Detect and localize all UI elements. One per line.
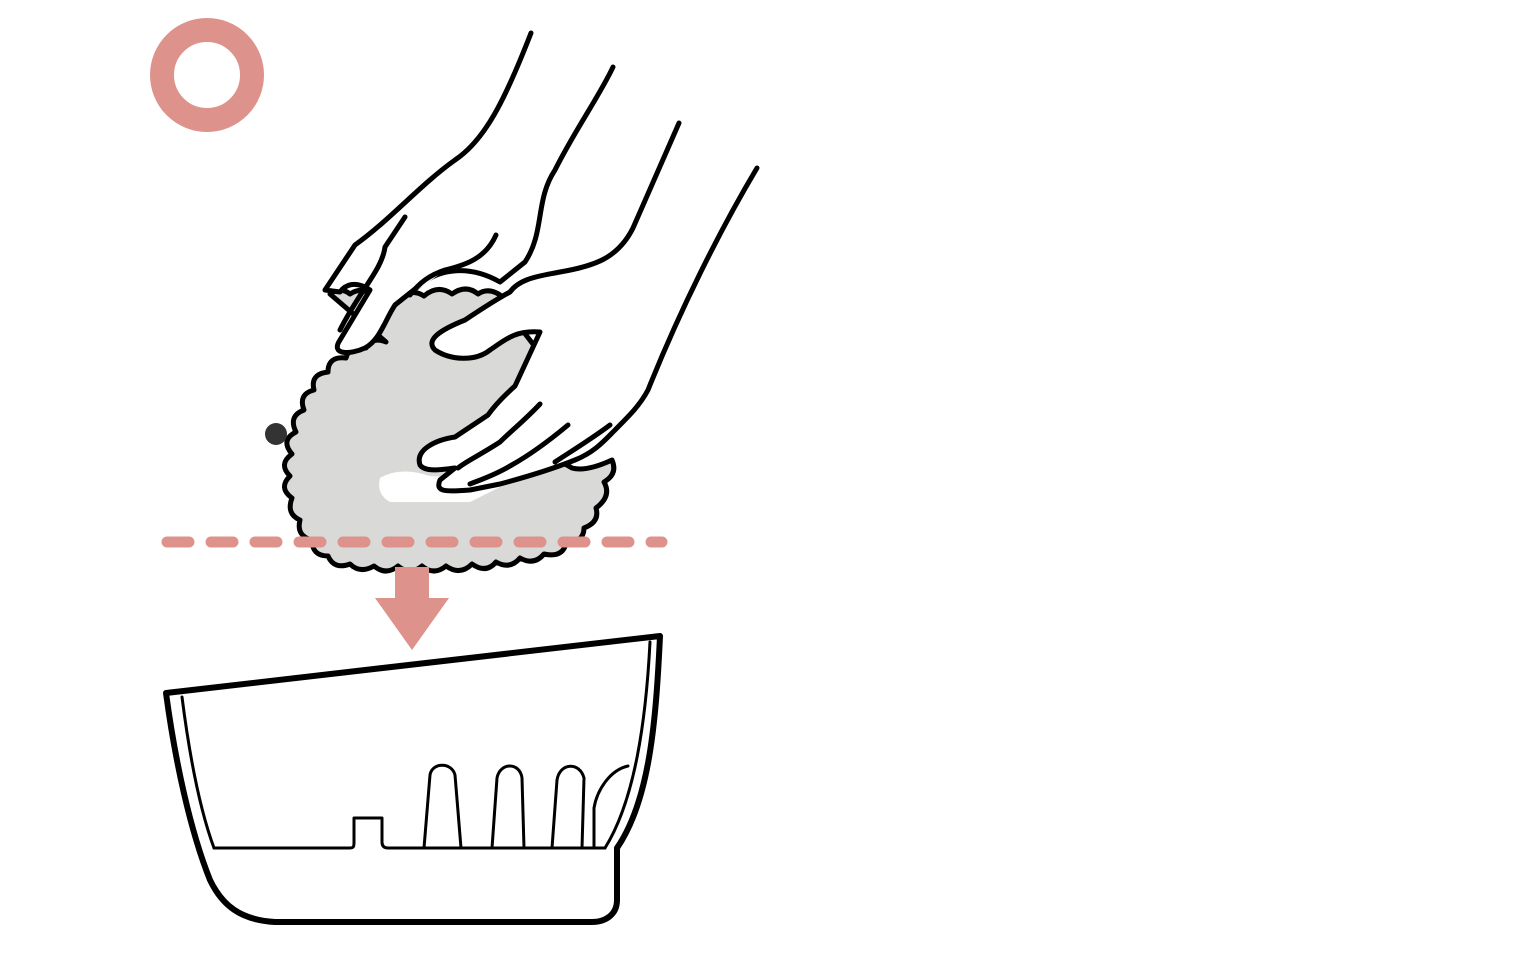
- circle-ok-icon: [150, 18, 264, 132]
- basin-floor: [212, 816, 607, 850]
- basin: [163, 633, 663, 925]
- basin-rib-2: [490, 764, 526, 850]
- basin-inner-rim-right: [603, 640, 652, 850]
- basin-rib-3: [550, 764, 586, 850]
- basin-rib-4: [592, 764, 630, 850]
- right-hand-finger-1: [455, 401, 543, 471]
- right-hand-outline: [416, 120, 760, 494]
- left-hand-finger: [407, 232, 499, 298]
- left-hand-knuckle: [337, 214, 408, 333]
- left-hand: [322, 30, 616, 355]
- left-hand-outline: [322, 30, 616, 355]
- basin-rib-1: [422, 763, 463, 850]
- right-hand-finger-3: [552, 422, 613, 465]
- arrow-down-icon: [375, 567, 449, 650]
- right-hand-finger-2: [467, 422, 571, 487]
- right-hand: [416, 120, 760, 494]
- basin-outer: [163, 633, 663, 925]
- wet-object-eye: [265, 423, 287, 445]
- basin-inner-rim: [180, 695, 216, 850]
